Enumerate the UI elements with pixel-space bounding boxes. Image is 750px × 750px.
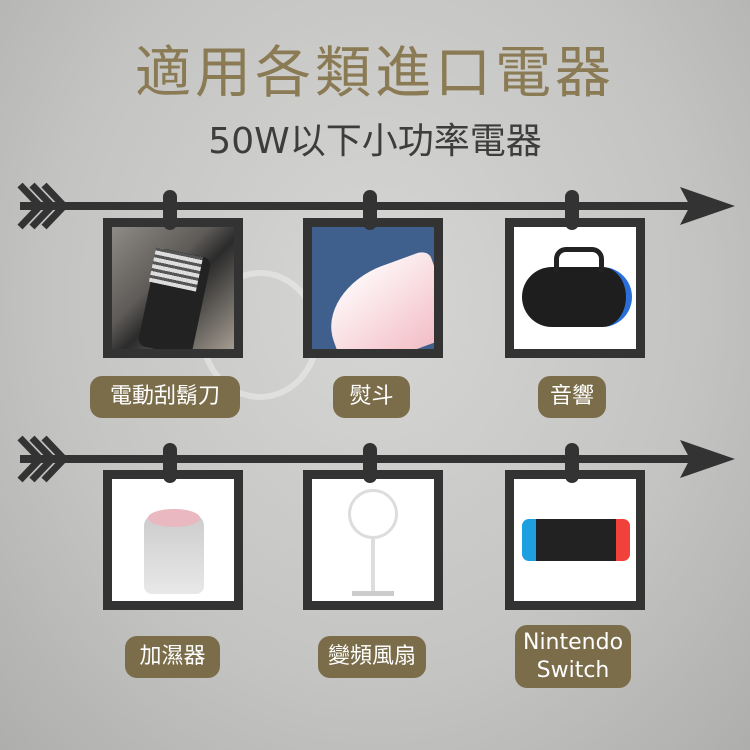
hook xyxy=(363,190,377,230)
photo-frame-humidifier xyxy=(103,470,243,610)
label-pill: Nintendo Switch xyxy=(515,625,631,688)
humidifier-icon xyxy=(112,479,234,601)
arrow-rope-row1 xyxy=(17,182,735,230)
hook xyxy=(163,443,177,483)
iron-icon xyxy=(312,227,434,349)
photo-frame-switch xyxy=(505,470,645,610)
photo-frame-fan xyxy=(303,470,443,610)
arrow-rope-row2 xyxy=(17,435,735,483)
photo-frame-speaker xyxy=(505,218,645,358)
page-title: 適用各類進口電器 xyxy=(135,41,615,106)
label-pill: 音響 xyxy=(538,376,606,418)
page-subtitle: 50W以下小功率電器 xyxy=(208,121,542,162)
photo-frame-iron xyxy=(303,218,443,358)
label-pill: 熨斗 xyxy=(333,376,410,418)
shaver-icon xyxy=(112,227,234,349)
label-pill: 加濕器 xyxy=(125,636,220,678)
fan-icon xyxy=(312,479,434,601)
label-pill: 電動刮鬍刀 xyxy=(90,376,240,418)
hook xyxy=(363,443,377,483)
hook xyxy=(565,443,579,483)
speaker-icon xyxy=(514,227,636,349)
photo-frame-shaver xyxy=(103,218,243,358)
hook xyxy=(565,190,579,230)
nintendo-switch-icon xyxy=(514,479,636,601)
hook xyxy=(163,190,177,230)
label-pill: 變頻風扇 xyxy=(318,636,426,678)
